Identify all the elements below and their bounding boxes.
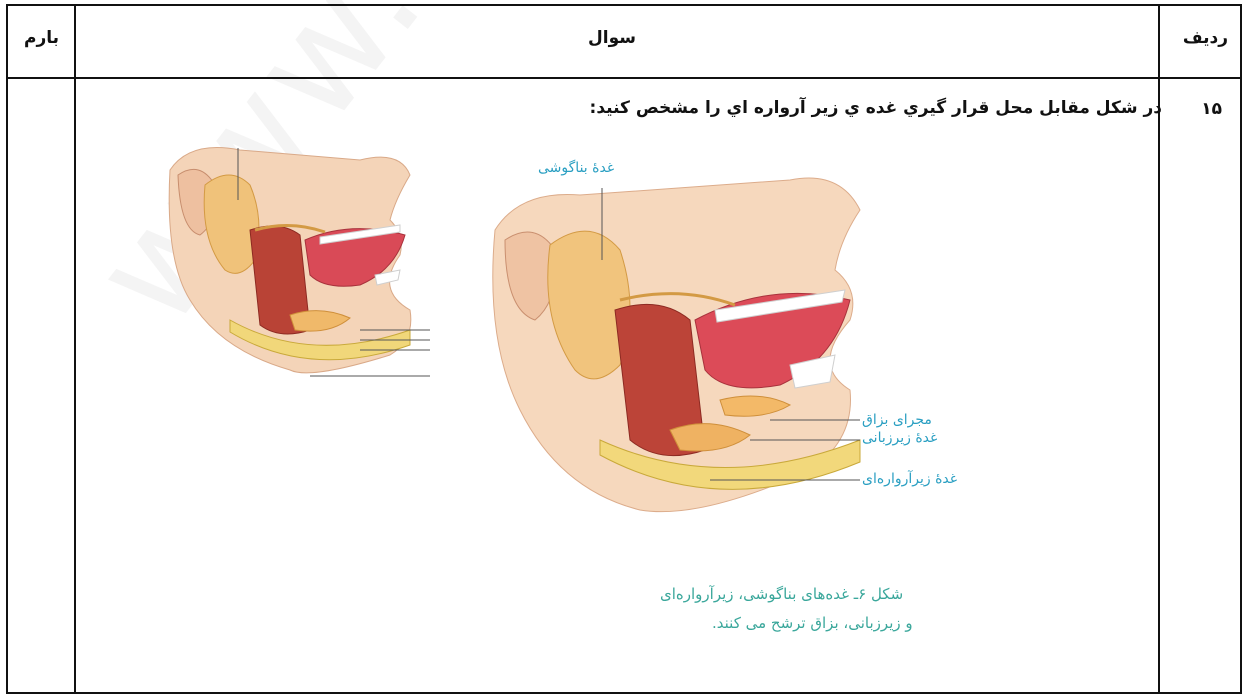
question-number: ۱۵ bbox=[1201, 99, 1222, 119]
figure-caption-line1: شکل ۶ـ غده‌های بناگوشی، زیرآرواره‌ای bbox=[660, 585, 903, 603]
submandibular-gland-label: غدهٔ زیرآرواره‌ای bbox=[862, 471, 957, 487]
header-divider bbox=[8, 77, 1240, 79]
score-column-divider bbox=[74, 6, 76, 692]
parotid-gland-label: غدهٔ بناگوشی bbox=[538, 160, 614, 176]
row-column-header: رديف bbox=[1183, 28, 1228, 48]
figure-caption-line2: و زیرزبانی، بزاق ترشح می کنند. bbox=[712, 614, 913, 632]
score-column-header: بارم bbox=[24, 28, 59, 48]
salivary-duct-label: مجرای بزاق bbox=[862, 412, 932, 428]
question-column-header: سوال bbox=[588, 28, 636, 48]
anatomy-illustration-small bbox=[160, 140, 445, 380]
sublingual-gland-label: غدهٔ زیرزبانی bbox=[862, 430, 937, 446]
question-text: در شكل مقابل محل قرار گيري غده ي زير آرو… bbox=[590, 98, 1162, 118]
